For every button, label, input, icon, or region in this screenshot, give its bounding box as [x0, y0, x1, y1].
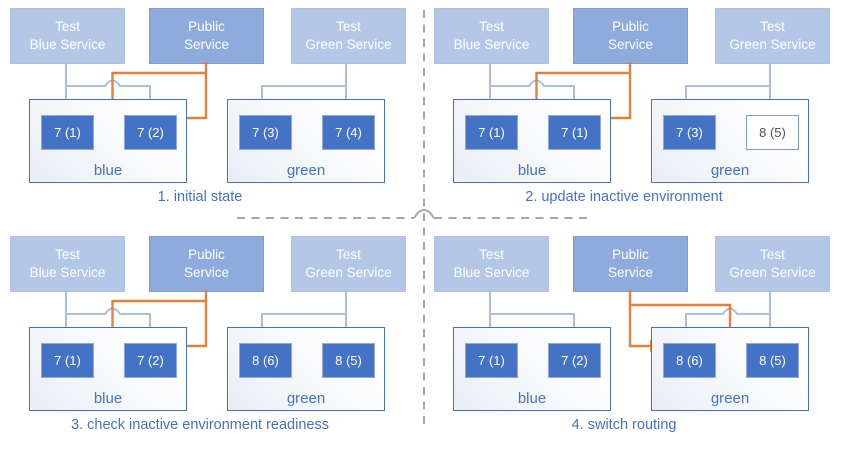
- node-box: 7 (4): [322, 115, 375, 150]
- panel-switch-routing: Test Blue Service Public Service Test Gr…: [424, 228, 848, 456]
- public-service-label: Public Service: [607, 246, 653, 280]
- blue-environment-box: 7 (1) 7 (2) blue: [453, 327, 611, 411]
- test-blue-service-label: Test Blue Service: [453, 18, 530, 52]
- environment-label: green: [710, 390, 750, 407]
- node-box: 8 (5): [322, 343, 375, 378]
- node-box: 8 (6): [663, 343, 716, 378]
- public-service-label: Public Service: [607, 18, 653, 52]
- test-blue-service-box: Test Blue Service: [434, 236, 549, 292]
- node-box: 7 (2): [124, 343, 177, 378]
- environment-label: blue: [517, 390, 547, 407]
- test-blue-service-box: Test Blue Service: [10, 236, 125, 292]
- environment-label: blue: [93, 162, 123, 179]
- test-green-service-box: Test Green Service: [715, 236, 830, 292]
- public-service-box: Public Service: [573, 236, 688, 292]
- blue-environment-box: 7 (1) 7 (2) blue: [29, 99, 187, 183]
- node-box: 8 (5): [746, 343, 799, 378]
- green-environment-box: 7 (3) 8 (5) green: [651, 99, 809, 183]
- test-green-service-box: Test Green Service: [291, 8, 406, 64]
- panel-caption: 3. check inactive environment readiness: [71, 417, 329, 433]
- public-service-box: Public Service: [149, 8, 264, 64]
- environment-label: green: [710, 162, 750, 179]
- test-blue-service-label: Test Blue Service: [29, 18, 106, 52]
- test-green-service-box: Test Green Service: [715, 8, 830, 64]
- panel-check-inactive-environment-readiness: Test Blue Service Public Service Test Gr…: [0, 228, 424, 456]
- node-box: 7 (1): [41, 343, 94, 378]
- test-blue-service-label: Test Blue Service: [453, 246, 530, 280]
- node-box: 8 (6): [239, 343, 292, 378]
- environment-label: green: [286, 390, 326, 407]
- environment-label: green: [286, 162, 326, 179]
- node-box: 7 (3): [239, 115, 292, 150]
- green-environment-box: 7 (3) 7 (4) green: [227, 99, 385, 183]
- public-service-label: Public Service: [183, 246, 229, 280]
- green-environment-box: 8 (6) 8 (5) green: [651, 327, 809, 411]
- environment-label: blue: [93, 390, 123, 407]
- node-box: 7 (1): [465, 343, 518, 378]
- environment-label: blue: [517, 162, 547, 179]
- node-box: 7 (2): [124, 115, 177, 150]
- test-green-service-label: Test Green Service: [305, 246, 392, 280]
- public-service-box: Public Service: [149, 236, 264, 292]
- public-service-label: Public Service: [183, 18, 229, 52]
- node-box: 7 (1): [548, 115, 601, 150]
- test-blue-service-box: Test Blue Service: [434, 8, 549, 64]
- green-environment-box: 8 (6) 8 (5) green: [227, 327, 385, 411]
- test-blue-service-box: Test Blue Service: [10, 8, 125, 64]
- panel-update-inactive-environment: Test Blue Service Public Service Test Gr…: [424, 0, 848, 228]
- panel-caption: 4. switch routing: [571, 417, 677, 433]
- test-green-service-box: Test Green Service: [291, 236, 406, 292]
- test-green-service-label: Test Green Service: [305, 18, 392, 52]
- node-box: 7 (1): [465, 115, 518, 150]
- panel-caption: 1. initial state: [157, 189, 243, 205]
- node-box: 7 (2): [548, 343, 601, 378]
- test-green-service-label: Test Green Service: [729, 246, 816, 280]
- node-box: 7 (1): [41, 115, 94, 150]
- test-green-service-label: Test Green Service: [729, 18, 816, 52]
- node-box-new-version: 8 (5): [746, 115, 799, 150]
- panel-initial-state: Test Blue Service Public Service Test Gr…: [0, 0, 424, 228]
- panel-caption: 2. update inactive environment: [525, 189, 723, 205]
- node-box: 7 (3): [663, 115, 716, 150]
- test-blue-service-label: Test Blue Service: [29, 246, 106, 280]
- public-service-box: Public Service: [573, 8, 688, 64]
- blue-environment-box: 7 (1) 7 (2) blue: [29, 327, 187, 411]
- blue-environment-box: 7 (1) 7 (1) blue: [453, 99, 611, 183]
